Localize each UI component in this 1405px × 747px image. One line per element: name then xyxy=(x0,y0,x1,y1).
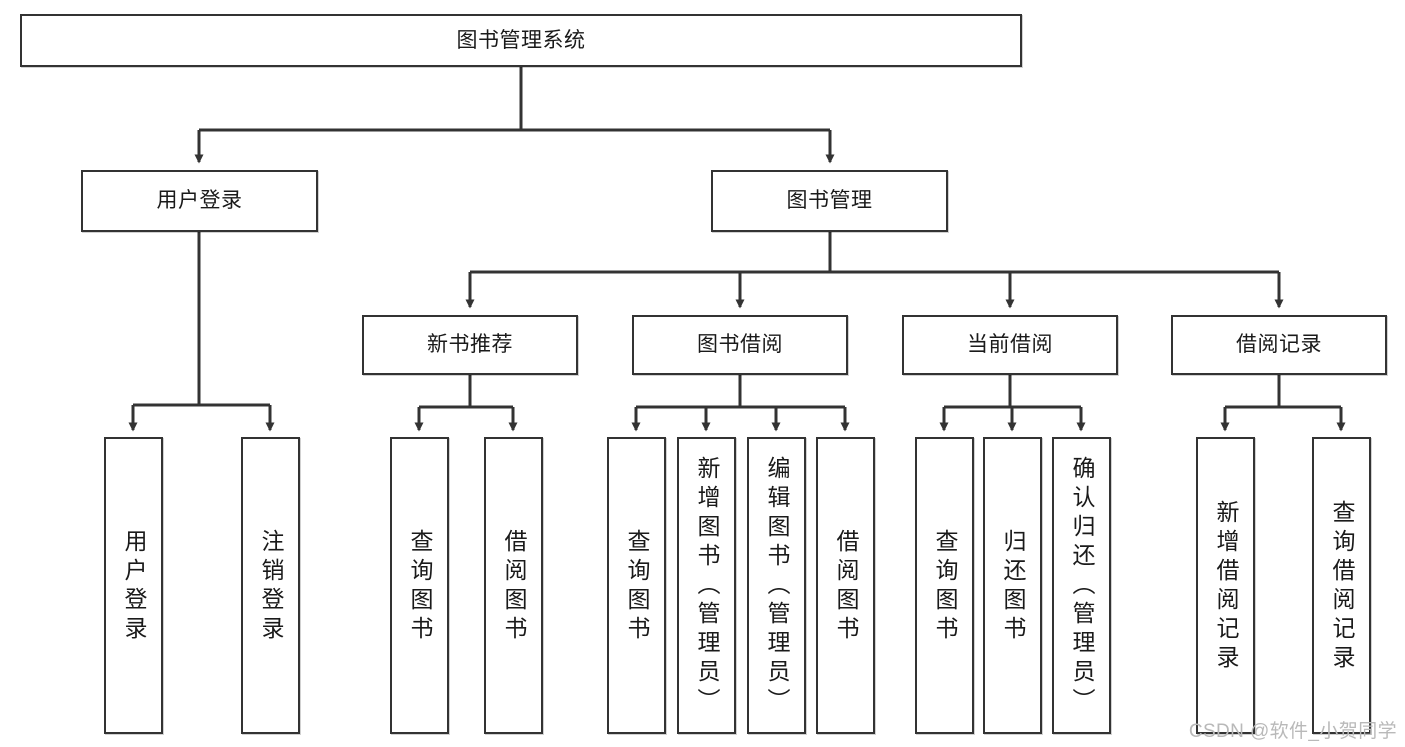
leaf-query-books-newbook-label: 查询图书 xyxy=(407,528,433,645)
leaf-confirm-return-admin-label: 确认归还（管理员） xyxy=(1069,456,1095,717)
leaf-logout-label: 注销登录 xyxy=(258,528,284,645)
watermark-text: CSDN @软件_小贺同学 xyxy=(1188,721,1397,742)
node-root-label: 图书管理系统 xyxy=(456,28,586,52)
leaf-query-borrow-record-label: 查询借阅记录 xyxy=(1329,499,1355,674)
node-current-borrow-label: 当前借阅 xyxy=(967,333,1053,357)
node-new-book-recommend[interactable]: 新书推荐 xyxy=(362,315,578,375)
leaf-logout[interactable]: 注销登录 xyxy=(241,437,300,734)
node-new-book-recommend-label: 新书推荐 xyxy=(427,333,513,357)
leaf-query-books-current-label: 查询图书 xyxy=(932,528,958,645)
leaf-edit-book-admin-label: 编辑图书（管理员） xyxy=(764,456,790,717)
node-book-borrow[interactable]: 图书借阅 xyxy=(632,315,848,375)
leaf-add-borrow-record-label: 新增借阅记录 xyxy=(1213,499,1239,674)
node-current-borrow[interactable]: 当前借阅 xyxy=(902,315,1118,375)
leaf-return-books-label: 归还图书 xyxy=(1000,528,1026,645)
leaf-edit-book-admin[interactable]: 编辑图书（管理员） xyxy=(747,437,806,734)
leaf-borrow-books-borrow-label: 借阅图书 xyxy=(833,528,859,645)
leaf-add-book-admin-label: 新增图书（管理员） xyxy=(694,456,720,717)
leaf-query-books-current[interactable]: 查询图书 xyxy=(915,437,974,734)
node-borrow-records-label: 借阅记录 xyxy=(1236,333,1322,357)
leaf-borrow-books-newbook[interactable]: 借阅图书 xyxy=(484,437,543,734)
leaf-user-login-label: 用户登录 xyxy=(121,528,147,645)
node-user-login-label: 用户登录 xyxy=(156,189,243,213)
node-root[interactable]: 图书管理系统 xyxy=(20,14,1022,67)
node-borrow-records[interactable]: 借阅记录 xyxy=(1171,315,1387,375)
leaf-add-book-admin[interactable]: 新增图书（管理员） xyxy=(677,437,736,734)
leaf-add-borrow-record[interactable]: 新增借阅记录 xyxy=(1196,437,1255,734)
leaf-borrow-books-borrow[interactable]: 借阅图书 xyxy=(816,437,875,734)
leaf-query-books-borrow-label: 查询图书 xyxy=(624,528,650,645)
leaf-query-borrow-record[interactable]: 查询借阅记录 xyxy=(1312,437,1371,734)
leaf-user-login[interactable]: 用户登录 xyxy=(104,437,163,734)
node-book-management-label: 图书管理 xyxy=(786,189,873,213)
leaf-borrow-books-newbook-label: 借阅图书 xyxy=(501,528,527,645)
leaf-query-books-borrow[interactable]: 查询图书 xyxy=(607,437,666,734)
node-book-borrow-label: 图书借阅 xyxy=(697,333,783,357)
node-user-login[interactable]: 用户登录 xyxy=(81,170,318,232)
leaf-query-books-newbook[interactable]: 查询图书 xyxy=(390,437,449,734)
node-book-management[interactable]: 图书管理 xyxy=(711,170,948,232)
leaf-confirm-return-admin[interactable]: 确认归还（管理员） xyxy=(1052,437,1111,734)
leaf-return-books[interactable]: 归还图书 xyxy=(983,437,1042,734)
